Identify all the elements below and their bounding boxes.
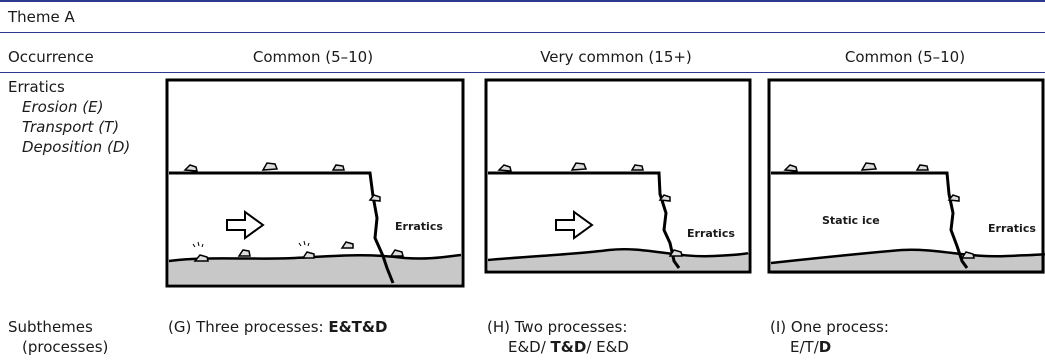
- subtheme-i-line1: (I) One process:: [770, 318, 889, 336]
- subtheme-h-pre: E&D/: [508, 338, 551, 356]
- erratic-boulder: [193, 254, 209, 262]
- glacier-outline: [169, 171, 395, 284]
- panel-frame: [165, 78, 465, 288]
- glacier-outline: [488, 171, 681, 269]
- ground: [488, 249, 748, 270]
- subtheme-g-bold: E&T&D: [328, 318, 388, 336]
- erratic-boulder: [261, 162, 279, 171]
- erratic-boulder: [389, 249, 404, 257]
- erratic-boulder: [368, 194, 381, 202]
- subtheme-h-line1: (H) Two processes:: [487, 318, 628, 336]
- subtheme-h-bold: T&D: [550, 338, 587, 356]
- panel-frame: [767, 78, 1045, 274]
- erosion-label: Erosion (E): [22, 98, 104, 116]
- subtheme-i-bold: D: [818, 338, 832, 356]
- erratic-boulder: [860, 162, 878, 171]
- processes-label: (processes): [22, 338, 109, 356]
- erratic-boulder: [960, 251, 975, 259]
- ground: [169, 255, 461, 284]
- erratic-boulder: [570, 162, 588, 171]
- ground: [771, 249, 1045, 274]
- erratic-boulder: [237, 249, 251, 257]
- erratic-boulder: [183, 164, 198, 172]
- erratic-boulder: [947, 194, 960, 202]
- erratic-boulder: [340, 241, 354, 249]
- subtheme-h-post: / E&D: [586, 338, 629, 356]
- header-rule: [0, 72, 1045, 73]
- erratic-boulder: [301, 251, 315, 259]
- static-ice-annotation: Static ice: [822, 214, 880, 227]
- column-header-1: Common (5–10): [252, 48, 374, 66]
- panel-h-diagram: [484, 78, 752, 274]
- subthemes-label: Subthemes: [8, 318, 93, 336]
- erratic-boulder: [668, 249, 683, 257]
- column-header-2: Very common (15+): [540, 48, 692, 66]
- bed-line: [487, 247, 749, 262]
- deposition-label: Deposition (D): [22, 138, 131, 156]
- motion-marks: [192, 240, 310, 248]
- erratics-label: Erratics: [8, 78, 65, 96]
- subtheme-h-line2: E&D/ T&D/ E&D: [508, 338, 629, 356]
- transport-label: Transport (T): [22, 118, 120, 136]
- erratic-boulder: [783, 164, 798, 172]
- top-rule: [0, 0, 1045, 2]
- erratic-boulder: [630, 164, 644, 171]
- subtheme-g-text: (G) Three processes:: [168, 318, 329, 336]
- bed-line: [770, 248, 1045, 265]
- subtheme-i-line2: E/T/D: [790, 338, 831, 356]
- column-header-3: Common (5–10): [844, 48, 966, 66]
- erratic-boulder: [497, 164, 512, 172]
- flow-arrow: [555, 210, 594, 240]
- theme-rule: [0, 32, 1045, 33]
- erratic-boulder: [331, 164, 345, 171]
- erratics-annotation: Erratics: [395, 220, 443, 233]
- erratics-annotation: Erratics: [687, 227, 735, 240]
- subtheme-i-pre: E/T/: [790, 338, 819, 356]
- panel-i-diagram: [767, 78, 1045, 274]
- bed-line: [168, 253, 462, 263]
- erratic-boulder: [915, 164, 929, 171]
- occurrence-label: Occurrence: [8, 48, 94, 66]
- erratics-annotation: Erratics: [988, 222, 1036, 235]
- panel-frame: [484, 78, 752, 274]
- subtheme-g: (G) Three processes: E&T&D: [168, 318, 387, 336]
- flow-arrow: [226, 210, 265, 240]
- erratic-boulder: [658, 194, 671, 202]
- theme-label: Theme A: [8, 8, 75, 26]
- panel-g-diagram: [165, 78, 465, 288]
